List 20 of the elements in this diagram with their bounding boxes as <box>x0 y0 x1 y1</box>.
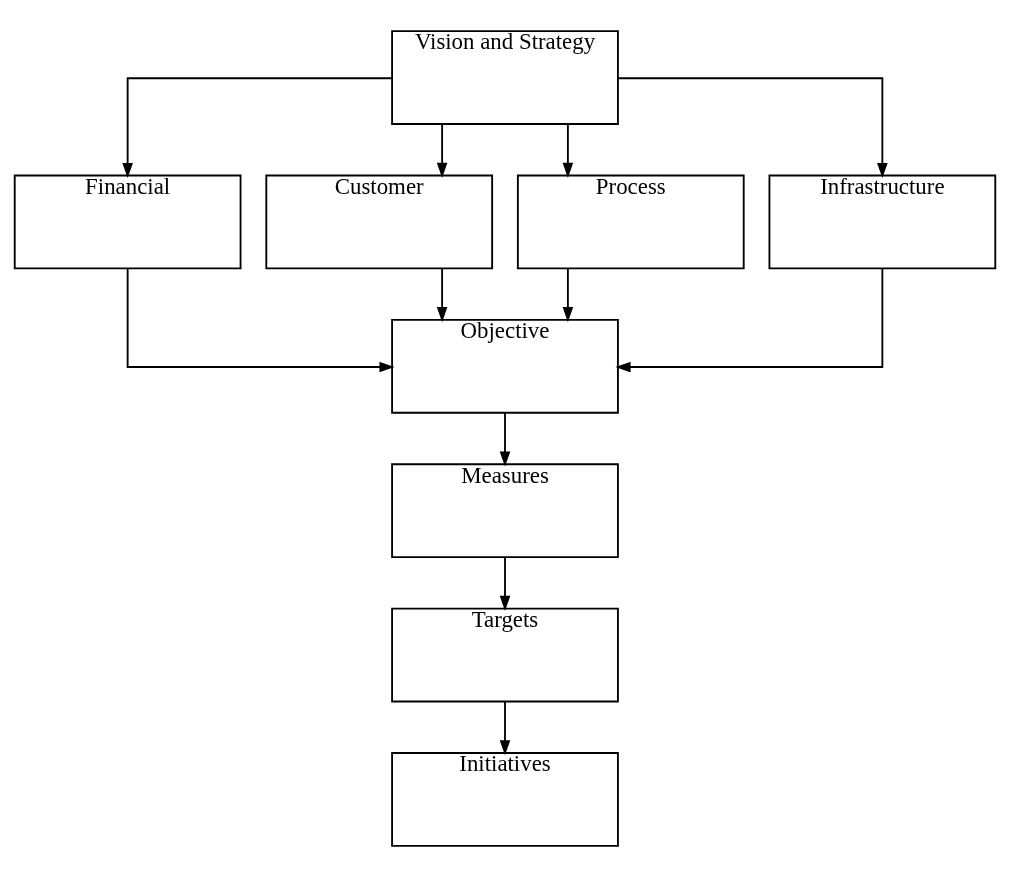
arrow <box>126 267 395 373</box>
node-box: Initiatives <box>390 752 619 847</box>
node-box: Targets <box>390 607 619 703</box>
arrow <box>436 123 447 178</box>
node-box: Objective <box>390 318 619 414</box>
arrow <box>562 123 573 178</box>
node-box: Financial <box>13 174 241 270</box>
arrow <box>499 411 510 467</box>
node-box: Measures <box>390 463 619 559</box>
node-box: Infrastructure <box>768 174 996 270</box>
arrow <box>614 267 883 373</box>
arrow <box>499 700 510 756</box>
node-box: Customer <box>264 174 493 270</box>
arrow <box>436 267 447 323</box>
arrow <box>499 556 510 611</box>
node-box: Vision and Strategy <box>390 30 619 125</box>
arrow <box>616 77 888 179</box>
arrow <box>562 267 573 323</box>
node-box: Process <box>516 174 745 270</box>
arrow <box>121 77 393 179</box>
